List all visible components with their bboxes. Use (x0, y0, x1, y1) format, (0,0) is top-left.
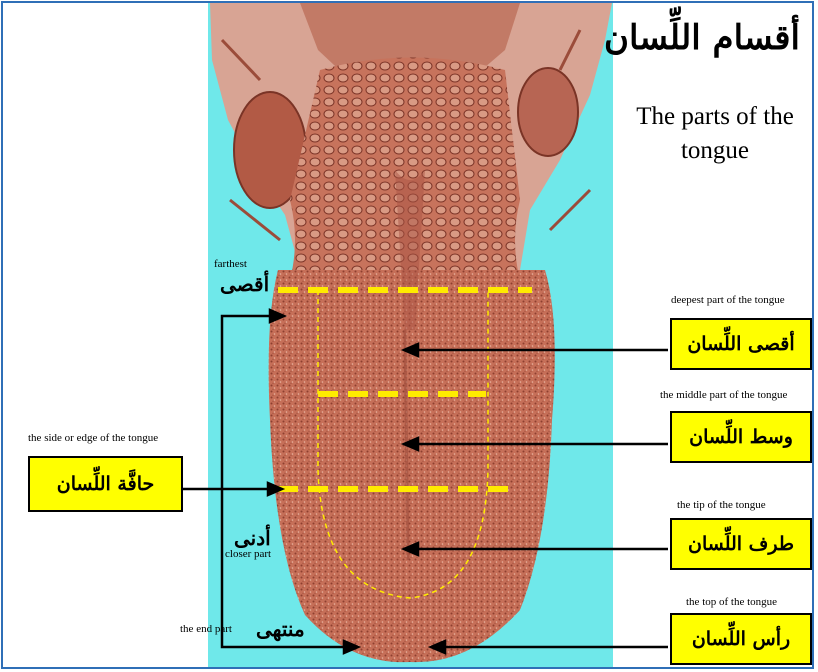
tip-caption: the tip of the tongue (677, 499, 766, 511)
tip-label-box: طرف اللِّسان (670, 518, 812, 570)
title-english: The parts of the tongue (620, 100, 810, 168)
closer-arabic: أدنى (234, 526, 271, 550)
middle-caption: the middle part of the tongue (660, 389, 787, 401)
closer-caption: closer part (225, 548, 271, 560)
top-label-box: رأس اللِّسان (670, 613, 812, 665)
deepest-label-box: أقصى اللِّسان (670, 318, 812, 370)
title-arabic: أقسام اللِّسان (604, 18, 800, 58)
top-caption: the top of the tongue (686, 596, 777, 608)
side-caption: the side or edge of the tongue (28, 432, 158, 444)
deepest-caption: deepest part of the tongue (671, 294, 785, 306)
end-caption: the end part (180, 623, 232, 635)
middle-label-box: وسط اللِّسان (670, 411, 812, 463)
right-tonsil (518, 68, 578, 156)
end-arabic: منتهى (256, 617, 305, 641)
farthest-caption: farthest (214, 258, 247, 270)
side-label-box: حافَّة اللِّسان (28, 456, 183, 512)
farthest-arabic: أقصى (220, 272, 269, 296)
